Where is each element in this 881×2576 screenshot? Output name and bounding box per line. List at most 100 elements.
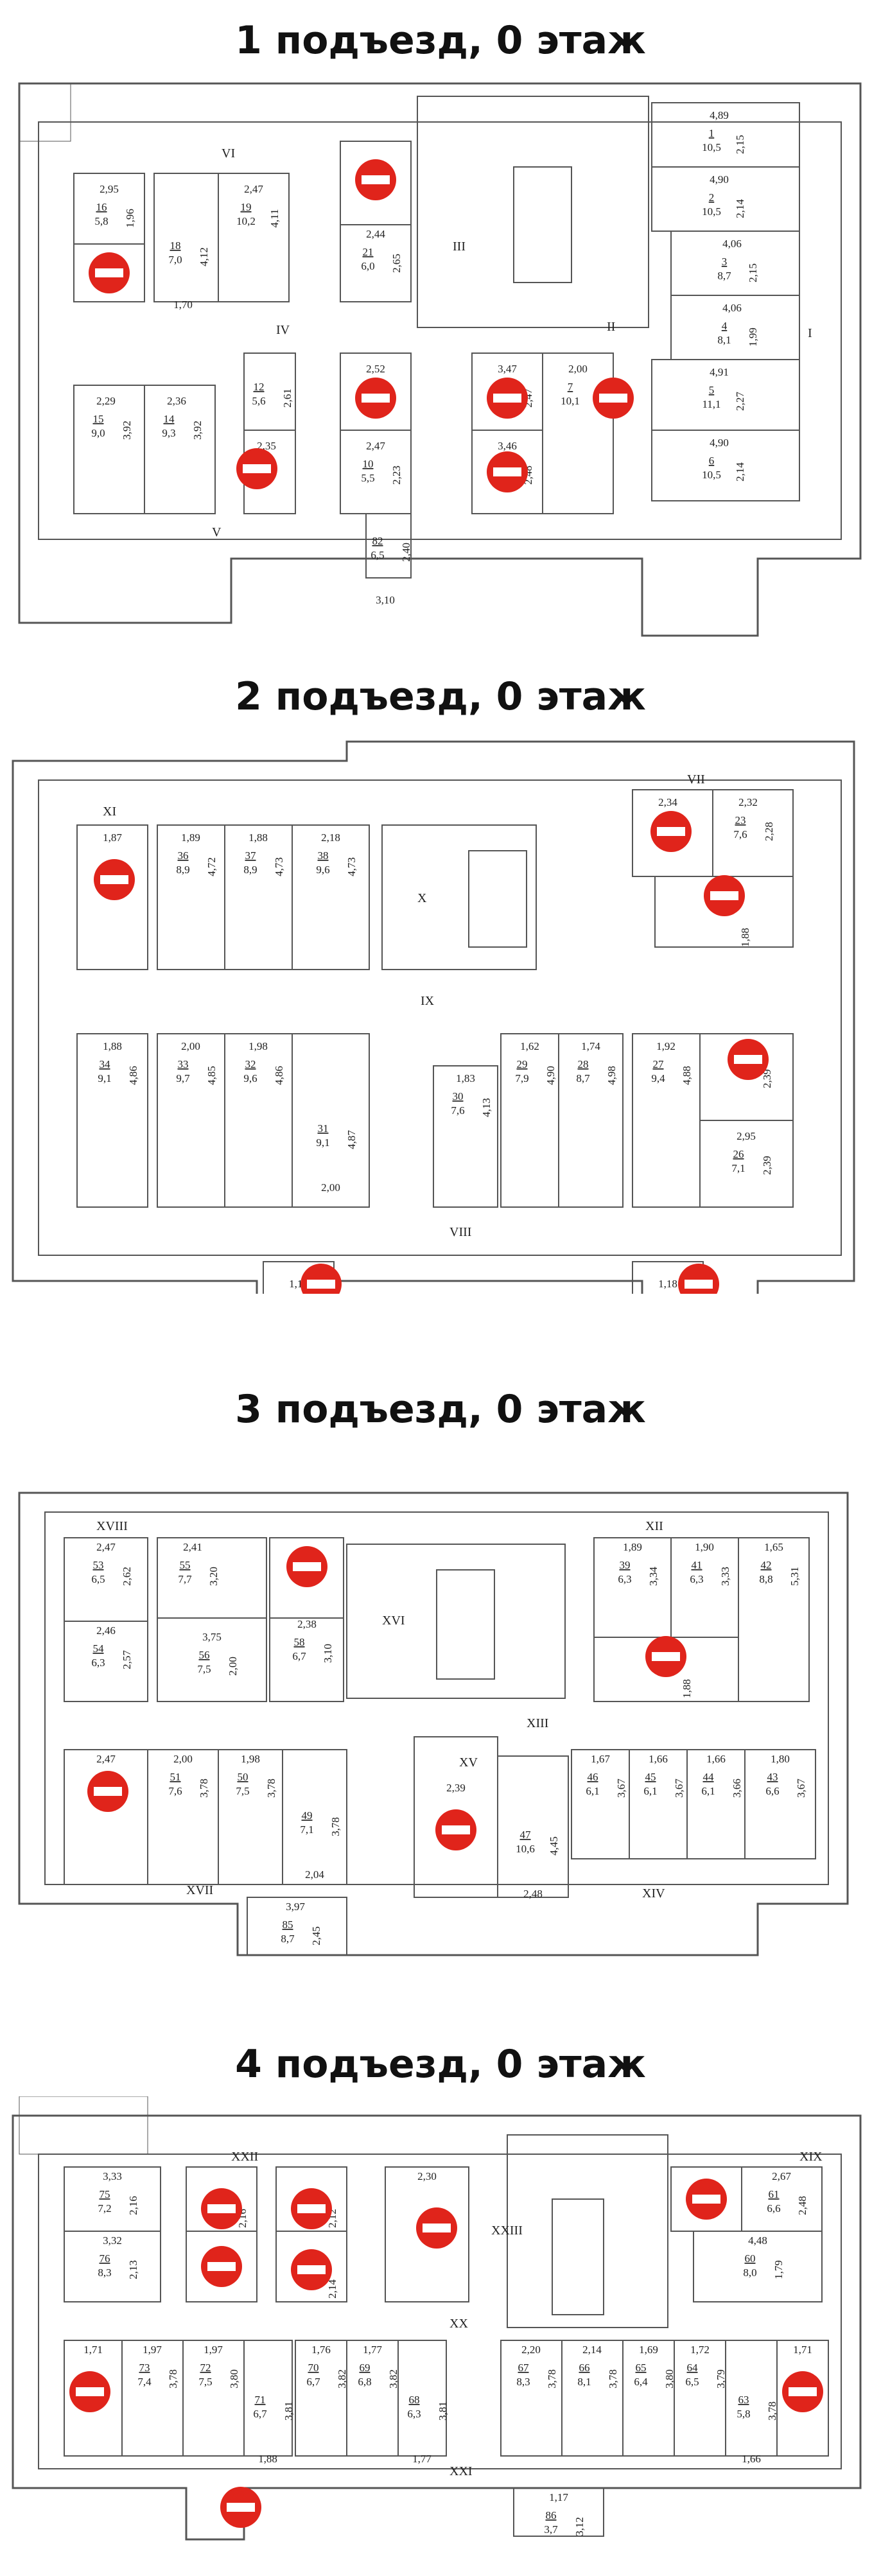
reserved-badges (94, 811, 769, 1294)
unit-w: 2,38 (297, 1618, 317, 1630)
unit-num: 7 (568, 381, 573, 393)
unit-area: 6,5 (685, 2376, 699, 2388)
unit-area: 9,1 (316, 1136, 329, 1149)
unit-w: 1,97 (204, 2344, 223, 2356)
walls (12, 740, 855, 1294)
reserved-badge (286, 1546, 327, 1587)
unit-w: 2,32 (738, 796, 758, 808)
unit-num: 65 (636, 2362, 647, 2374)
unit-area: 7,9 (515, 1072, 528, 1084)
unit: 826,53,102,40 (371, 535, 412, 606)
unit-area: 6,3 (91, 1657, 105, 1669)
no-entry-bar (362, 394, 390, 403)
unit-w: 2,95 (100, 183, 119, 195)
unit-w: 2,95 (737, 1130, 756, 1142)
unit: 1,71 (83, 2344, 103, 2356)
unit-num: 60 (745, 2252, 756, 2265)
unit-w: 2,47 (96, 1541, 116, 1553)
zone-label: XXIII (491, 2224, 523, 2238)
unit-area: 3,7 (544, 2523, 558, 2536)
reserved-badge (728, 1039, 769, 1080)
reserved-badge (89, 252, 130, 293)
unit-area: 9,3 (162, 427, 175, 439)
no-entry-bar (100, 875, 128, 884)
reserved-badge (593, 378, 634, 419)
no-entry-bar (493, 467, 521, 476)
unit-num: 32 (245, 1058, 256, 1070)
unit-num: 63 (738, 2394, 749, 2406)
unit-area: 6,3 (618, 1573, 631, 1585)
unit-depth: 3,80 (228, 2369, 240, 2389)
zone-label: XXII (231, 2150, 258, 2164)
unit-depth: 1,99 (747, 327, 759, 347)
unit-num: 70 (308, 2362, 319, 2374)
unit-num: 73 (139, 2362, 150, 2374)
unit-depth: 3,33 (719, 1567, 731, 1586)
unit-area: 10,5 (702, 141, 721, 153)
unit-depth: 2,16 (127, 2196, 139, 2215)
unit-depth: 3,67 (673, 1779, 685, 1798)
reserved-badge (301, 1264, 342, 1294)
reserved-badges (89, 159, 634, 492)
zone-label: XIX (799, 2150, 823, 2164)
unit-depth: 5,31 (789, 1567, 801, 1586)
unit-w: 2,30 (417, 2170, 437, 2182)
unit-depth: 4,45 (548, 1836, 560, 1856)
reserved-badge (435, 1809, 476, 1850)
unit-num: 2 (709, 191, 715, 204)
unit-depth: 3,92 (121, 421, 133, 440)
unit-w: 1,80 (771, 1753, 790, 1765)
unit-w: 1,90 (695, 1541, 714, 1553)
no-entry-bar (243, 464, 271, 473)
unit-depth: 2,23 (390, 466, 403, 485)
unit-area: 9,6 (243, 1072, 257, 1084)
unit-depth: 4,85 (205, 1066, 218, 1085)
unit-depth: 4,86 (273, 1066, 285, 1085)
no-entry-bar (297, 2204, 326, 2213)
unit-extra: 1,77 (412, 2453, 432, 2465)
no-entry-bar (76, 2387, 104, 2396)
unit-area: 6,5 (371, 549, 384, 561)
unit-depth: 3,78 (546, 2369, 558, 2389)
unit-depth: 3,12 (573, 2517, 586, 2536)
unit-area: 6,3 (690, 1573, 703, 1585)
room-grid (64, 1537, 816, 1956)
unit-area: 6,1 (643, 1785, 657, 1797)
unit-w: 2,00 (173, 1753, 193, 1765)
unit-area: 5,5 (361, 472, 374, 484)
reserved-badge (416, 2207, 457, 2249)
unit-area: 8,9 (176, 864, 189, 876)
unit-area: 10,5 (702, 469, 721, 481)
reserved-badges (87, 1546, 686, 1850)
unit-num: 45 (645, 1771, 656, 1783)
unit-depth: 3,66 (731, 1779, 743, 1798)
unit-w: 2,18 (321, 831, 340, 844)
unit-area: 5,8 (94, 215, 108, 227)
unit-w: 1,74 (581, 1040, 600, 1052)
unit-num: 69 (360, 2362, 371, 2374)
unit-w: 3,46 (498, 440, 517, 452)
unit-area: 8,3 (516, 2376, 530, 2388)
unit-num: 4 (722, 320, 728, 332)
no-entry-bar (710, 891, 738, 900)
unit-num: 86 (546, 2509, 557, 2521)
unit-w: 2,67 (772, 2170, 791, 2182)
unit-w: 2,29 (96, 395, 116, 407)
